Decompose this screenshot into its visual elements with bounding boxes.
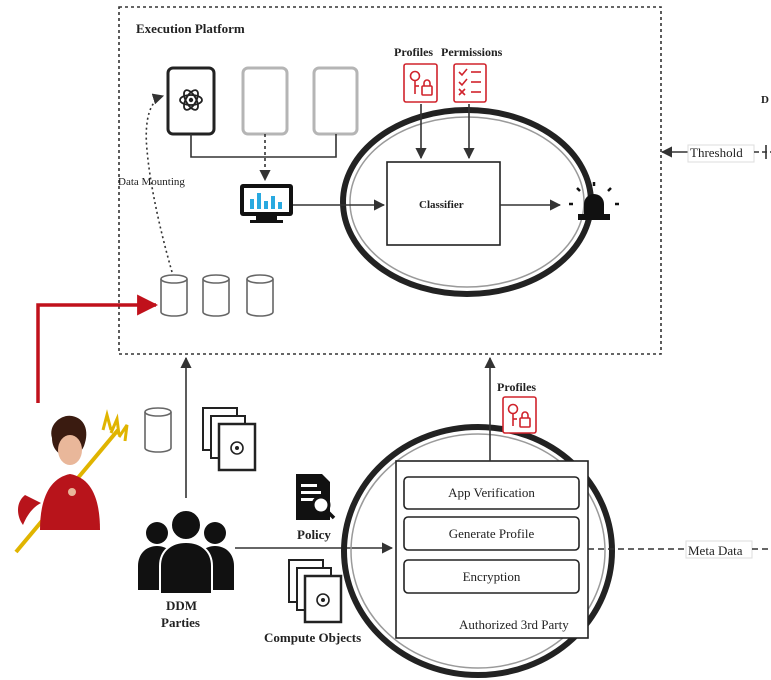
ddm-parties-label-line1: DDM (166, 598, 198, 613)
classifier-box (386, 161, 501, 246)
monitor-chart-icon (240, 184, 293, 223)
threshold-label: Threshold (690, 145, 743, 160)
attack-arrow (36, 294, 159, 403)
right-edge-fragment: D (761, 94, 769, 106)
third-party-oval (341, 424, 615, 678)
permissions-badge-label: Permissions (441, 45, 503, 59)
idle-container-1 (241, 66, 289, 136)
execution-platform-boundary (118, 6, 662, 355)
idle-container-2 (312, 66, 359, 136)
database-icon-lower (144, 407, 172, 453)
data-mounting-label: Data Mounting (118, 176, 185, 188)
compute-objects-label: Compute Objects (264, 630, 362, 645)
profiles-lower-label: Profiles (497, 380, 537, 394)
attacker-devil-icon (14, 409, 129, 554)
database-icon (160, 274, 274, 317)
classifier-label: Classifier (419, 199, 464, 211)
app-verification-step (403, 476, 580, 510)
encryption-step (403, 559, 580, 594)
meta-data-label: Meta Data (688, 543, 743, 558)
ddm-parties-label-line2: Parties (161, 615, 200, 630)
third-party-title: Authorized 3rd Party (459, 617, 569, 632)
platform-title: Execution Platform (136, 21, 245, 36)
generate-profile-step (403, 516, 580, 551)
profiles-badge-label: Profiles (394, 45, 434, 59)
generate-profile-label: Generate Profile (448, 526, 535, 541)
policy-document-icon (296, 474, 336, 520)
people-group-icon (138, 509, 234, 595)
encryption-label: Encryption (462, 569, 521, 584)
compute-objects-stack-upper (202, 407, 257, 472)
app-verification-label: App Verification (448, 485, 535, 500)
container-to-monitor-line (190, 134, 337, 158)
alarm-light-icon (569, 182, 619, 220)
profile-key-icon (403, 63, 438, 103)
data-mounting-curve (145, 93, 173, 273)
permissions-checklist-icon (453, 63, 487, 103)
profile-key-icon-lower (502, 396, 537, 434)
atom-icon (179, 89, 203, 111)
compute-objects-stack-lower (288, 559, 343, 624)
threshold-label-box (687, 144, 755, 163)
policy-label: Policy (297, 527, 331, 542)
